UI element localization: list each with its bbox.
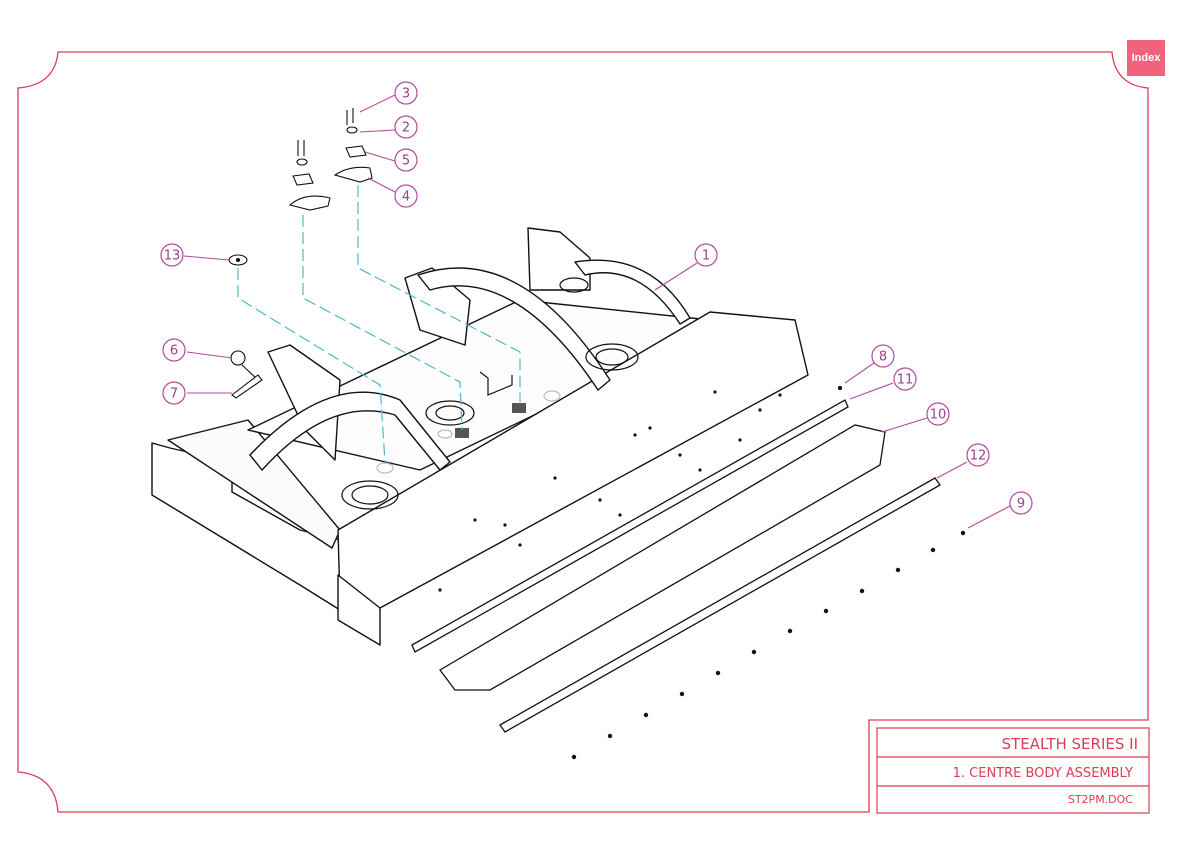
svg-text:11: 11 — [897, 373, 914, 388]
svg-text:2: 2 — [402, 121, 410, 136]
callout-7: 7 — [162, 381, 186, 405]
callout-8: 8 — [871, 344, 895, 368]
svg-text:1: 1 — [702, 249, 710, 264]
callout-2: 2 — [394, 115, 418, 139]
series-title: STEALTH SERIES II — [1002, 735, 1138, 753]
assembly-guides — [237, 185, 521, 463]
callout-11: 11 — [893, 367, 917, 391]
callout-13: 13 — [160, 243, 184, 267]
index-button[interactable]: Index — [1127, 40, 1165, 76]
guard-part-10 — [439, 424, 886, 691]
svg-text:7: 7 — [170, 387, 178, 402]
callout-9: 9 — [1009, 491, 1033, 515]
assembly-title: 1. CENTRE BODY ASSEMBLY — [953, 766, 1133, 781]
svg-text:8: 8 — [879, 350, 887, 365]
svg-text:4: 4 — [402, 190, 410, 205]
svg-text:6: 6 — [170, 344, 178, 359]
callout-12: 12 — [966, 443, 990, 467]
svg-text:3: 3 — [402, 87, 410, 102]
callout-10: 10 — [926, 402, 950, 426]
small-parts — [228, 108, 843, 399]
callout-3: 3 — [394, 81, 418, 105]
svg-text:13: 13 — [164, 249, 181, 264]
fastener-row-9 — [571, 530, 966, 760]
svg-text:5: 5 — [402, 154, 410, 169]
callout-6: 6 — [162, 338, 186, 362]
leader-lines — [183, 94, 1011, 529]
strip-part-11 — [411, 399, 849, 653]
bearing-openings — [341, 277, 639, 510]
callout-1: 1 — [694, 243, 718, 267]
centre-body-frame — [151, 227, 809, 646]
title-block: STEALTH SERIES II 1. CENTRE BODY ASSEMBL… — [876, 727, 1150, 814]
callout-5: 5 — [394, 148, 418, 172]
document-name: ST2PM.DOC — [1068, 793, 1133, 806]
svg-text:9: 9 — [1017, 497, 1025, 512]
sheet-border — [17, 51, 1149, 813]
callout-4: 4 — [394, 184, 418, 208]
svg-text:12: 12 — [970, 449, 987, 464]
svg-text:10: 10 — [930, 408, 947, 423]
panel-holes — [438, 390, 782, 592]
index-button-label: Index — [1131, 52, 1161, 64]
strip-part-12 — [499, 477, 941, 733]
